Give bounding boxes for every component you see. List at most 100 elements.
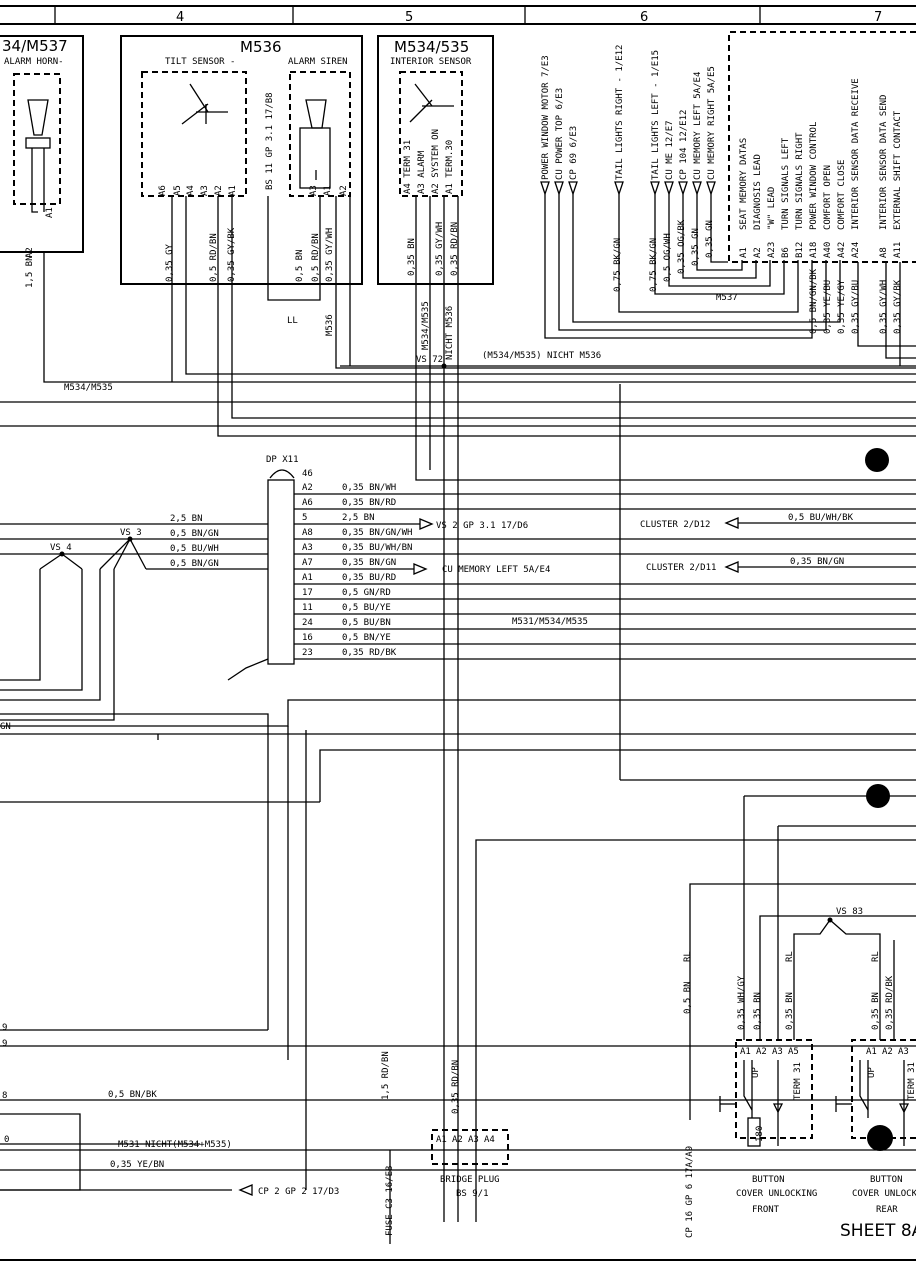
svg-text:0,35 BN: 0,35 BN: [785, 992, 795, 1030]
svg-text:A2: A2: [214, 185, 224, 196]
svg-text:A1: A1: [228, 185, 238, 196]
svg-text:1,5 RD/BN: 1,5 RD/BN: [381, 1051, 391, 1100]
vs2-label: VS 2 GP 3.1 17/D6: [436, 521, 528, 531]
svg-text:0,5 BN: 0,5 BN: [295, 249, 305, 282]
svg-text:RL: RL: [785, 951, 795, 962]
dp-x11-connector: DP X11 46 A2 A6 5 A8 A3 A7 A1 17 11 24 1…: [0, 455, 916, 721]
svg-text:"W" LEAD: "W" LEAD: [767, 187, 777, 230]
svg-text:0,75 BK/GN: 0,75 BK/GN: [613, 238, 623, 292]
grid-col-6: 6: [640, 10, 648, 25]
cp2-arrow-icon: [238, 1184, 253, 1196]
switch-icon: [859, 1060, 869, 1111]
svg-text:0,5 BU/YE: 0,5 BU/YE: [342, 603, 391, 613]
svg-text:POWER WINDOW CONTROL: POWER WINDOW CONTROL: [809, 122, 819, 230]
dp-body: [267, 479, 295, 665]
svg-text:0,35 BN/RD: 0,35 BN/RD: [342, 498, 396, 508]
horn-label: ALARM HORN-: [4, 57, 64, 67]
svg-text:0,35 GY/BK: 0,35 GY/BK: [227, 227, 237, 282]
grid-col-5: 5: [405, 10, 413, 25]
m534-title: M534/535: [394, 38, 469, 56]
right-wires: [544, 194, 841, 339]
svg-text:0,5 BN/GN/BK: 0,5 BN/GN/BK: [809, 268, 819, 334]
svg-text:INTERIOR SENSOR DATA RECEIVE: INTERIOR SENSOR DATA RECEIVE: [851, 78, 861, 230]
svg-text:0,35 BN: 0,35 BN: [871, 992, 881, 1030]
m534-note: (M534/M535) NICHT M536: [482, 351, 601, 361]
svg-text:DIAGNOSIS LEAD: DIAGNOSIS LEAD: [753, 154, 763, 230]
svg-text:A8: A8: [302, 528, 313, 538]
m534-box: [377, 35, 494, 285]
svg-text:0,5 BN: 0,5 BN: [683, 981, 693, 1014]
vs4-label: VS 4: [50, 543, 72, 553]
svg-text:A3: A3: [898, 1047, 909, 1057]
interior-sensor-icon: [409, 83, 454, 123]
svg-text:TURN SIGNALS LEFT: TURN SIGNALS LEFT: [781, 137, 791, 230]
svg-text:B6: B6: [781, 247, 791, 258]
svg-text:9: 9: [2, 1039, 7, 1049]
registration-dot: [866, 784, 890, 808]
svg-text:180: 180: [755, 1126, 765, 1142]
svg-text:A23: A23: [767, 242, 777, 258]
svg-text:2,5 BN: 2,5 BN: [342, 513, 375, 523]
interior-sensor-housing: [399, 71, 463, 197]
svg-text:A4: A4: [186, 185, 196, 196]
control-unit-housing: [728, 31, 916, 263]
dp-title: DP X11: [266, 455, 299, 465]
svg-text:A8: A8: [879, 247, 889, 258]
svg-text:0,35 GY/BK: 0,35 GY/BK: [893, 279, 903, 334]
svg-text:23: 23: [302, 648, 313, 658]
svg-text:0,5 GN/RD: 0,5 GN/RD: [342, 588, 391, 598]
svg-text:CP 104 12/E12: CP 104 12/E12: [679, 110, 689, 180]
svg-text:0,35 YE/BU: 0,35 YE/BU: [823, 280, 833, 334]
svg-text:A6: A6: [158, 185, 168, 196]
svg-text:0,35 RD/BK: 0,35 RD/BK: [342, 648, 397, 658]
svg-text:0,35 RD/BK: 0,35 RD/BK: [885, 975, 895, 1030]
svg-text:0,35 WH/GY: 0,35 WH/GY: [737, 975, 747, 1030]
module-m536: M536 TILT SENSOR - ALARM SIREN A6 A5 A4 …: [120, 35, 916, 437]
svg-text:0,35 GN: 0,35 GN: [691, 228, 701, 266]
svg-text:0,5 BN/GN: 0,5 BN/GN: [170, 559, 219, 569]
svg-text:EXTERNAL SHIFT CONTACT: EXTERNAL SHIFT CONTACT: [893, 110, 903, 230]
svg-text:0,35 GY/WH: 0,35 GY/WH: [435, 222, 445, 276]
switch-icon: [743, 1060, 753, 1111]
svg-text:0,35 GY/BU: 0,35 GY/BU: [851, 280, 861, 334]
horn-title: 34/M537: [2, 37, 68, 55]
svg-text:0,35 OG/BK: 0,35 OG/BK: [677, 219, 687, 274]
svg-text:BS 9/1: BS 9/1: [456, 1189, 489, 1199]
svg-text:2,5 BN: 2,5 BN: [170, 514, 203, 524]
horn-symbol-base: [25, 137, 51, 149]
svg-text:0,35 RD/BN: 0,35 RD/BN: [450, 222, 460, 276]
svg-text:0,35 RD/BN: 0,35 RD/BN: [451, 1060, 461, 1114]
interior-sensor-label: INTERIOR SENSOR: [390, 57, 472, 67]
svg-text:NICHT M536: NICHT M536: [445, 306, 455, 360]
svg-text:0,5 BN/GN: 0,5 BN/GN: [170, 529, 219, 539]
cluster1-arrow-icon: [724, 517, 739, 529]
left-edge-label: GN: [0, 722, 11, 732]
alarm-horn-m537: 34/M537 ALARM HORN- A1 A2 1,5 BN M534/M5…: [0, 35, 916, 393]
ll-label: LL: [287, 316, 298, 326]
svg-text:TAIL LIGHTS LEFT - 1/E15: TAIL LIGHTS LEFT - 1/E15: [651, 50, 661, 180]
svg-text:0,5 BU/WH: 0,5 BU/WH: [170, 544, 219, 554]
svg-text:UP: UP: [867, 1067, 877, 1078]
svg-text:0,35 BU/RD: 0,35 BU/RD: [342, 573, 396, 583]
m536-title: M536: [240, 38, 282, 56]
dp-right-wires: [294, 493, 916, 660]
m536-box: [120, 35, 363, 285]
svg-text:0,35 BN: 0,35 BN: [407, 238, 417, 276]
button-cover-unlocking-rear: A1 A2 A3 UP TERM 31 BUTTON COVER UNLOCKI…: [835, 1039, 916, 1215]
btn-front-label: BUTTON: [752, 1175, 785, 1185]
sheet-label: SHEET 8A: [840, 1221, 916, 1241]
svg-text:A3: A3: [302, 543, 313, 553]
tilt-sensor-label: TILT SENSOR -: [165, 57, 235, 67]
cu-memory-arrow-icon: [413, 563, 428, 575]
alarm-siren-label: ALARM SIREN: [288, 57, 348, 67]
fuse-label: FUSE C3 16/E8: [385, 1166, 395, 1236]
svg-text:INTERIOR SENSOR DATA SEND: INTERIOR SENSOR DATA SEND: [879, 95, 889, 230]
svg-text:A6: A6: [302, 498, 313, 508]
svg-text:17: 17: [302, 588, 313, 598]
grid-col-7: 7: [874, 10, 882, 25]
svg-text:11: 11: [302, 603, 313, 613]
cp2-label: CP 2 GP 2 17/D3: [258, 1187, 339, 1197]
svg-text:A1: A1: [739, 247, 749, 258]
svg-text:0,35 GN: 0,35 GN: [705, 220, 715, 258]
